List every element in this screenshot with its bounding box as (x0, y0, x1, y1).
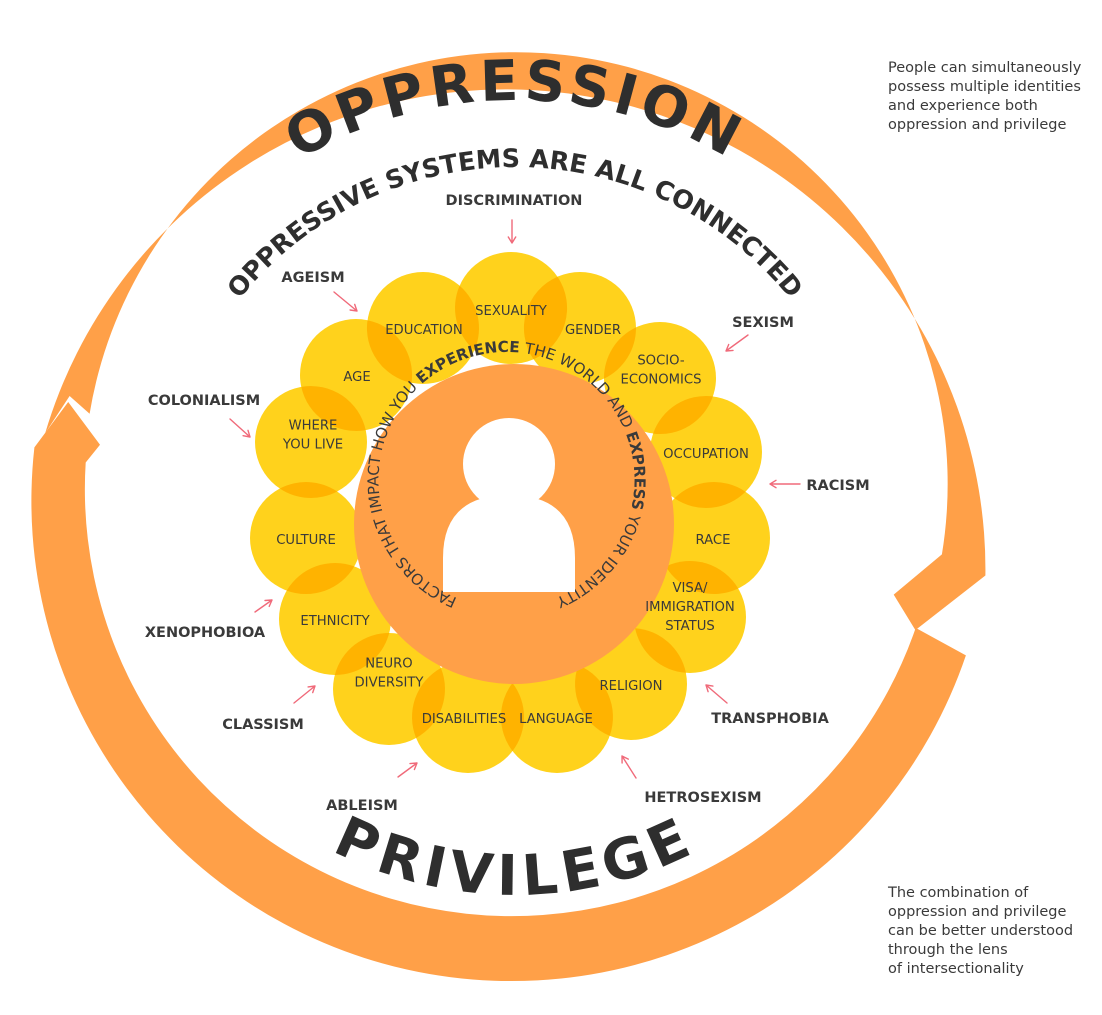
identity-label-sexuality: SEXUALITY (475, 304, 548, 319)
person-silhouette-icon (443, 418, 575, 592)
system-label-classism: CLASSISM (222, 717, 304, 733)
system-label-discrimination: DISCRIMINATION (446, 193, 583, 209)
overlap-sexuality-gender (523, 276, 568, 360)
identity-label-age: AGE (343, 370, 370, 385)
identity-label-religion: RELIGION (599, 679, 662, 694)
identity-label-ethnicity: ETHNICITY (300, 614, 370, 629)
overlap-neuro-diversity-ethnicity (334, 632, 390, 676)
identity-label-occupation: OCCUPATION (663, 447, 749, 462)
oppression-labels: DISCRIMINATION SEXISM RACISM TRANSPHOBIA HET… (145, 193, 870, 814)
privilege-title: PRIVILEGE (325, 804, 704, 909)
arrow-icon-hetrosexism (621, 755, 637, 779)
identity-label-education: EDUCATION (385, 323, 463, 338)
identity-label-gender: GENDER (565, 323, 621, 338)
overlap-religion-language (575, 665, 613, 736)
system-label-ableism: ABLEISM (326, 798, 398, 814)
note-top: People can simultaneously possess multip… (888, 60, 1082, 133)
overlap-age-education (366, 320, 413, 383)
system-label-racism: RACISM (806, 478, 869, 494)
system-label-transphobia: TRANSPHOBIA (711, 711, 829, 727)
overlap-culture-where-you-live (279, 481, 338, 499)
note-bottom: The combination of oppression and privil… (888, 885, 1074, 977)
identity-label-language: LANGUAGE (519, 712, 593, 727)
identity-label-disabilities: DISABILITIES (422, 712, 507, 727)
overlap-disabilities-neuro-diversity (412, 668, 445, 738)
overlap-gender-socio-economics (603, 327, 637, 379)
identity-overlaps (279, 276, 746, 751)
overlap-education-sexuality (455, 285, 479, 351)
arrow-icon-ableism (397, 762, 418, 778)
identity-labels: SEXUALITY GENDER SOCIO-ECONOMICS OCCUPATION… (276, 304, 749, 727)
identity-label-culture: CULTURE (276, 533, 336, 548)
system-label-hetrosexism: HETROSEXISM (644, 790, 761, 806)
arrow-icon-sexism (725, 334, 749, 352)
system-label-colonialism: COLONIALISM (148, 393, 260, 409)
identity-label-race: RACE (696, 533, 731, 548)
identity-label-socio-economics: SOCIO-ECONOMICS (620, 354, 701, 388)
arrow-icon-colonialism (229, 418, 251, 438)
system-label-sexism: SEXISM (732, 315, 794, 331)
overlap-visa-immigration-status-religion (635, 628, 686, 673)
arrow-icon-xenophobioa (254, 599, 273, 613)
arrow-icon-classism (293, 685, 316, 704)
overlap-socio-economics-occupation (653, 395, 713, 435)
overlap-language-disabilities (500, 683, 525, 751)
arrow-icon-ageism (333, 291, 358, 312)
arrow-icon-transphobia (705, 684, 728, 704)
system-label-xenophobioa: XENOPHOBIOA (145, 625, 266, 641)
overlap-race-visa-immigration-status (665, 561, 739, 594)
overlap-occupation-race (674, 481, 746, 509)
overlap-where-you-live-age (301, 386, 366, 431)
system-label-ageism: AGEISM (281, 270, 344, 286)
arrow-icon-racism (769, 479, 801, 489)
arrow-icon-discrimination (507, 219, 517, 244)
overlap-ethnicity-culture (286, 562, 355, 595)
